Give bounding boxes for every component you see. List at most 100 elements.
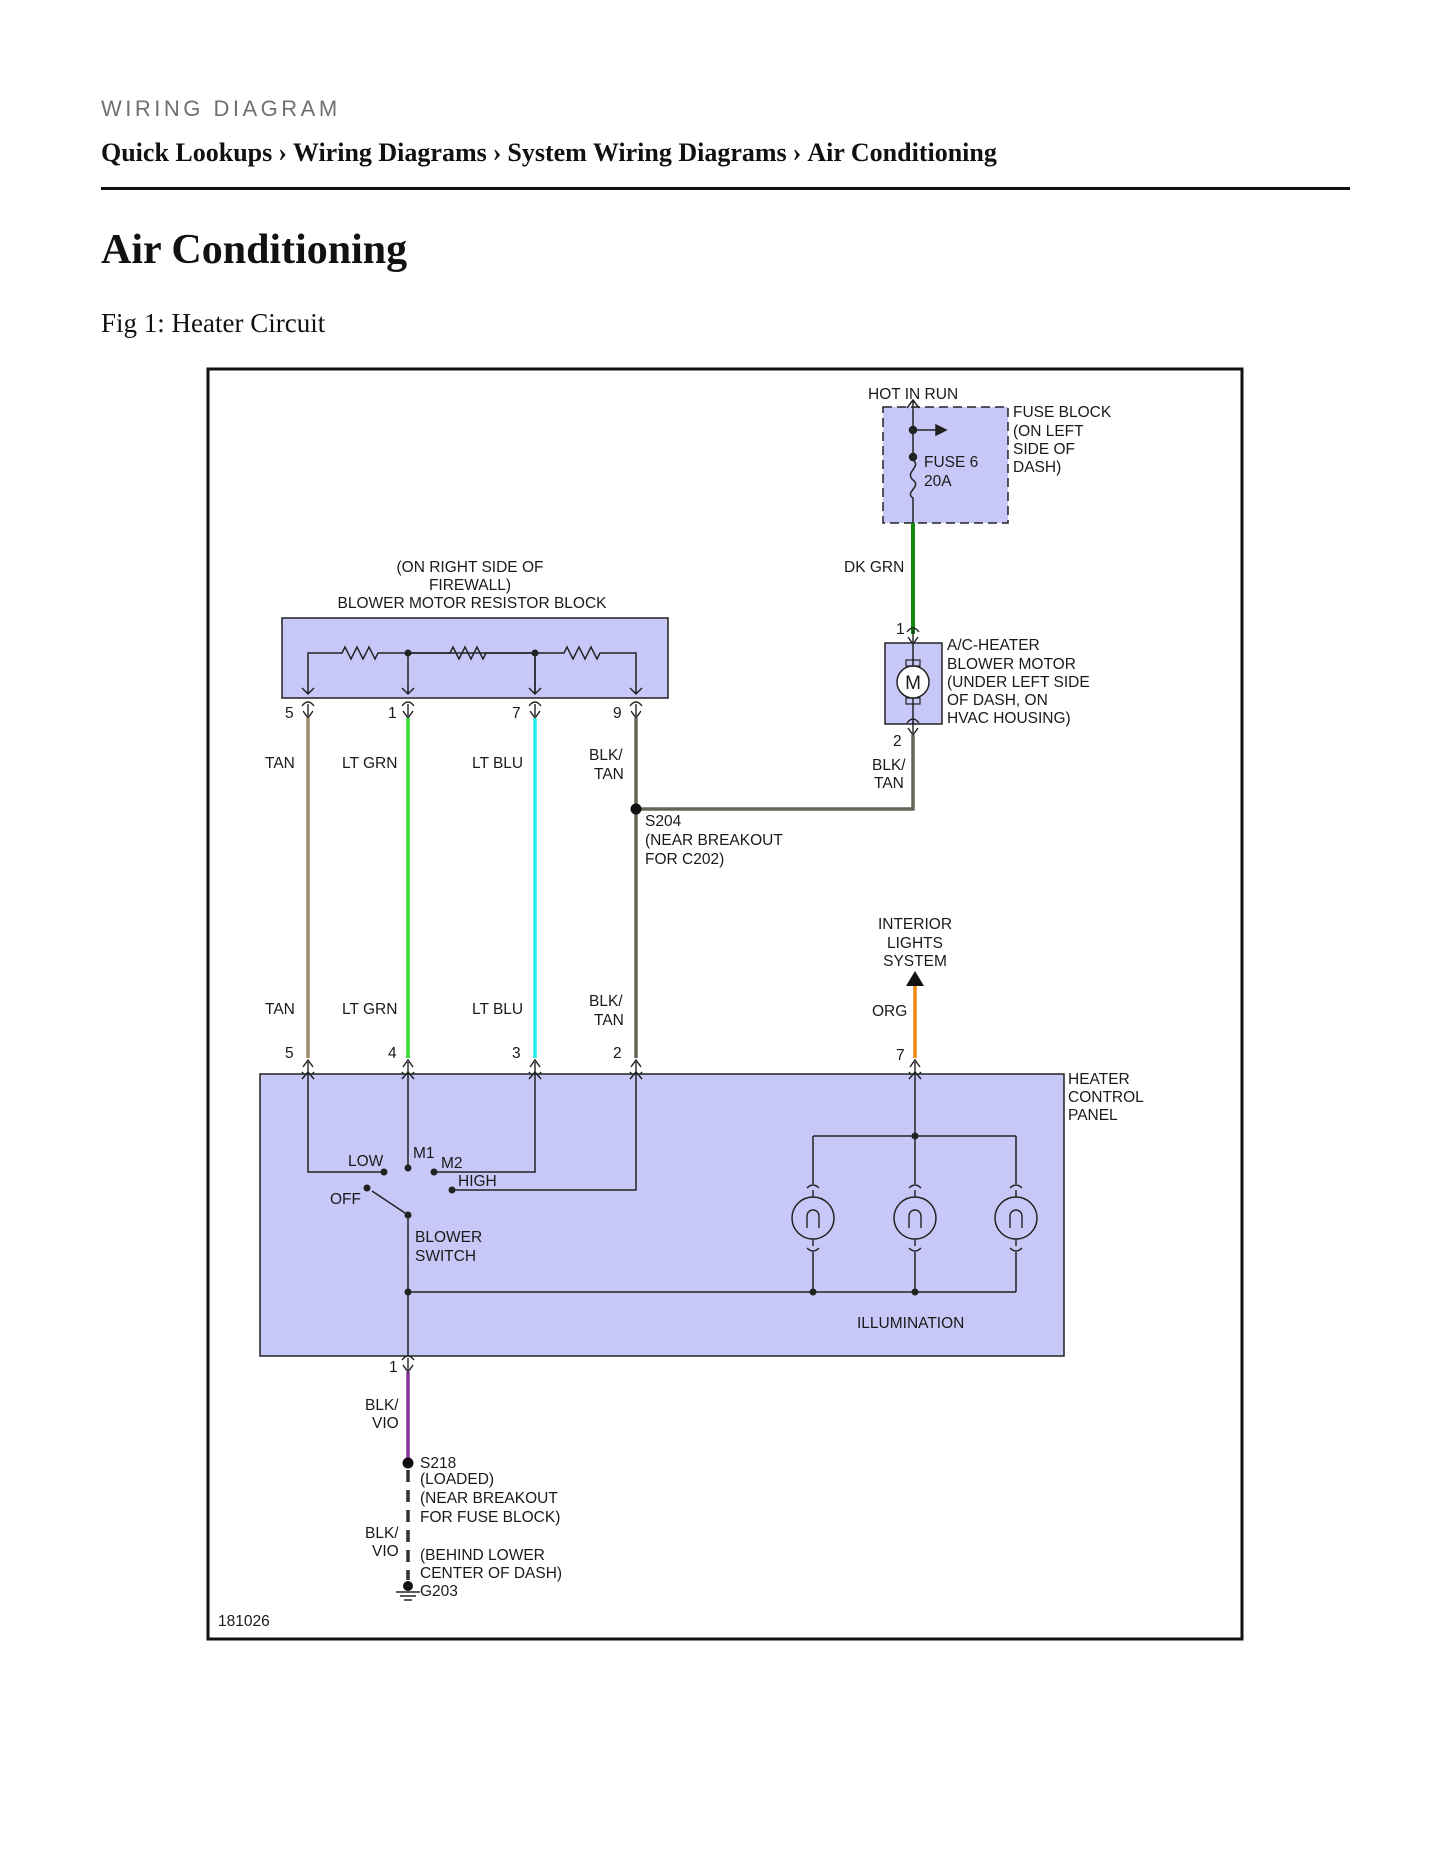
breadcrumb: Quick Lookups›Wiring Diagrams›System Wir… [101,138,997,168]
hot-in-run-label: HOT IN RUN [868,386,958,403]
splice-s218 [402,1457,414,1469]
svg-text:TAN: TAN [874,775,904,792]
svg-text:7: 7 [512,705,521,722]
svg-text:FUSE BLOCK: FUSE BLOCK [1013,404,1112,421]
svg-text:5: 5 [285,1045,294,1062]
heater-control-panel [259,1073,1065,1357]
wire-label-lt-blu-upper: LT BLU [472,755,523,772]
wire-label-blk-tan-motor: BLK/ [872,757,906,774]
svg-text:S204: S204 [645,813,682,830]
splice-s204-label: S204 (NEAR BREAKOUT FOR C202) [645,813,783,868]
svg-text:S218: S218 [420,1455,456,1472]
wire-blk-tan-motor [636,735,915,811]
svg-text:HVAC HOUSING): HVAC HOUSING) [947,710,1071,727]
svg-text:(BEHIND LOWER: (BEHIND LOWER [420,1547,545,1564]
svg-text:TAN: TAN [594,1012,624,1029]
switch-m2: M2 [441,1155,463,1172]
wire-label-lt-grn-upper: LT GRN [342,755,397,772]
svg-text:SWITCH: SWITCH [415,1248,476,1265]
wire-label-tan-upper: TAN [265,755,295,772]
svg-text:3: 3 [512,1045,521,1062]
motor-pin-2: 2 [893,733,902,750]
page-title: Air Conditioning [101,227,408,273]
fuse-block [882,406,1009,524]
header-divider [101,187,1350,190]
svg-text:(NEAR BREAKOUT: (NEAR BREAKOUT [645,832,783,849]
diagram-frame [206,367,1244,1641]
splice-s218-label: S218 (LOADED) (NEAR BREAKOUT FOR FUSE BL… [420,1455,560,1526]
wire-label-blk-vio-upper: BLK/ [365,1397,399,1414]
svg-text:(ON LEFT: (ON LEFT [1013,423,1084,440]
svg-text:FOR C202): FOR C202) [645,851,724,868]
svg-text:(LOADED): (LOADED) [420,1471,494,1488]
switch-low: LOW [348,1153,384,1170]
svg-text:FOR FUSE BLOCK): FOR FUSE BLOCK) [420,1509,560,1526]
wire-label-dk-grn: DK GRN [844,559,904,576]
figure-caption: Fig 1: Heater Circuit [101,308,326,338]
svg-text:INTERIOR: INTERIOR [878,916,952,933]
interior-lights-label: INTERIOR LIGHTS SYSTEM [878,916,952,970]
svg-text:2: 2 [613,1045,622,1062]
resistor-block [281,617,669,699]
svg-text:LIGHTS: LIGHTS [887,935,943,952]
svg-text:HEATER: HEATER [1068,1071,1130,1088]
breadcrumb-separator: › [492,138,502,167]
panel-pin-1: 1 [389,1359,398,1376]
wire-label-tan-lower: TAN [265,1001,295,1018]
ground-g203-label: (BEHIND LOWER CENTER OF DASH) G203 [420,1547,562,1600]
svg-text:BLOWER: BLOWER [415,1229,482,1246]
switch-off: OFF [330,1191,361,1208]
svg-text:TAN: TAN [594,766,624,783]
svg-text:4: 4 [388,1045,397,1062]
motor-pin-1: 1 [896,621,905,638]
svg-text:SIDE OF: SIDE OF [1013,441,1075,458]
breadcrumb-separator: › [278,138,287,167]
svg-text:VIO: VIO [372,1543,399,1560]
blower-switch [301,1070,643,1292]
blower-motor-label: A/C-HEATER BLOWER MOTOR (UNDER LEFT SIDE… [947,637,1090,727]
svg-text:(UNDER LEFT SIDE: (UNDER LEFT SIDE [947,674,1090,691]
switch-high: HIGH [458,1173,497,1190]
interior-lights-arrow-icon [906,971,924,986]
ground-icon [396,1581,420,1601]
svg-text:1: 1 [388,705,397,722]
switch-m1: M1 [413,1145,435,1162]
svg-text:20A: 20A [924,473,952,490]
svg-text:BLOWER MOTOR: BLOWER MOTOR [947,656,1076,673]
svg-text:BLOWER MOTOR RESISTOR BLOCK: BLOWER MOTOR RESISTOR BLOCK [337,595,607,612]
heater-control-panel-label: HEATER CONTROL PANEL [1068,1071,1144,1124]
svg-text:OF DASH, ON: OF DASH, ON [947,692,1048,709]
motor-symbol-letter: M [905,673,921,694]
wire-label-org: ORG [872,1003,907,1020]
svg-text:G203: G203 [420,1583,458,1600]
fuse-block-label: FUSE BLOCK (ON LEFT SIDE OF DASH) [1013,404,1112,476]
breadcrumb-wiring-diagrams[interactable]: Wiring Diagrams [292,138,487,167]
fuse-6-symbol [906,398,948,523]
breadcrumb-quick-lookups[interactable]: Quick Lookups [101,138,273,167]
figure-id: 181026 [218,1613,270,1630]
wire-label-lt-blu-lower: LT BLU [472,1001,523,1018]
resistor-block-pins: 5 1 7 9 [285,705,622,722]
svg-text:CENTER OF DASH): CENTER OF DASH) [420,1565,562,1582]
resistor-block-label: (ON RIGHT SIDE OF FIREWALL) BLOWER MOTOR… [337,559,607,612]
illumination-label: ILLUMINATION [857,1315,964,1332]
svg-text:CONTROL: CONTROL [1068,1089,1144,1106]
wire-label-blk-vio-lower: BLK/ [365,1525,399,1542]
panel-pins: 5 4 3 2 7 [285,1045,905,1064]
svg-text:7: 7 [896,1047,905,1064]
svg-text:FUSE 6: FUSE 6 [924,454,978,471]
svg-text:9: 9 [613,705,622,722]
svg-text:A/C-HEATER: A/C-HEATER [947,637,1040,654]
svg-text:(NEAR BREAKOUT: (NEAR BREAKOUT [420,1490,558,1507]
breadcrumb-air-conditioning[interactable]: Air Conditioning [807,138,997,167]
doc-type-label: WIRING DIAGRAM [101,96,341,121]
breadcrumb-system-wiring-diagrams[interactable]: System Wiring Diagrams [507,138,787,167]
fuse-6-label: FUSE 6 20A [924,454,978,490]
svg-text:SYSTEM: SYSTEM [883,953,947,970]
wire-label-lt-grn-lower: LT GRN [342,1001,397,1018]
svg-text:DASH): DASH) [1013,459,1061,476]
svg-text:5: 5 [285,705,294,722]
breadcrumb-separator: › [792,138,802,167]
blower-switch-label: BLOWER SWITCH [415,1229,482,1265]
